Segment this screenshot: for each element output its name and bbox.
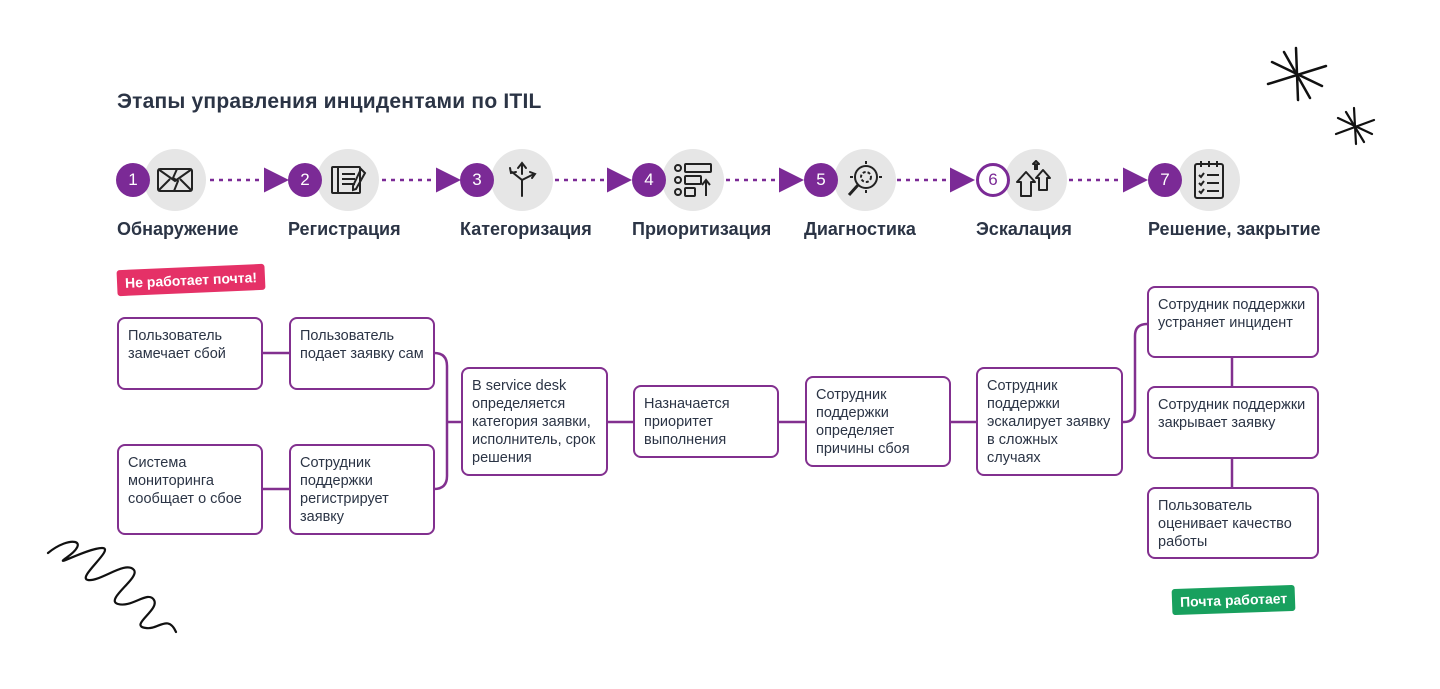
box-escalate: Сотрудник поддержки эскалирует заявку в … bbox=[976, 367, 1123, 476]
box-user-submits: Пользователь подает заявку сам bbox=[289, 317, 435, 390]
priority-list-icon bbox=[662, 149, 724, 211]
checklist-icon bbox=[1178, 149, 1240, 211]
squiggle-decoration bbox=[46, 540, 178, 634]
stage-7-number: 7 bbox=[1148, 163, 1182, 197]
stage-5-number: 5 bbox=[804, 163, 838, 197]
box-service-desk: В service desk определяется категория за… bbox=[461, 367, 608, 476]
box-fixes: Сотрудник поддержки устраняет инцидент bbox=[1147, 286, 1319, 358]
stage-4-number: 4 bbox=[632, 163, 666, 197]
stage-2-number: 2 bbox=[288, 163, 322, 197]
box-diagnose: Сотрудник поддержки определяет причины с… bbox=[805, 376, 951, 467]
up-arrows-icon bbox=[1005, 149, 1067, 211]
stage-6-number: 6 bbox=[976, 163, 1010, 197]
box-user-notices: Пользователь замечает сбой bbox=[117, 317, 263, 390]
page-title: Этапы управления инцидентами по ITIL bbox=[117, 90, 542, 113]
box-rates: Пользователь оценивает качество работы bbox=[1147, 487, 1319, 559]
stage-5-label: Диагностика bbox=[804, 219, 916, 239]
stage-1-number: 1 bbox=[116, 163, 150, 197]
stage-3-label: Категоризация bbox=[460, 219, 592, 239]
box-support-registers: Сотрудник поддержки регистрирует заявку bbox=[289, 444, 435, 535]
magnifier-gear-icon bbox=[834, 149, 896, 211]
star-decoration-small bbox=[1334, 106, 1376, 146]
box-monitoring: Система мониторинга сообщает о сбое bbox=[117, 444, 263, 535]
stage-1-label: Обнаружение bbox=[117, 219, 239, 239]
split-arrows-icon bbox=[491, 149, 553, 211]
connector-bracket-left bbox=[433, 351, 449, 491]
stage-4-label: Приоритизация bbox=[632, 219, 772, 239]
star-decoration-large bbox=[1266, 46, 1328, 102]
notebook-icon bbox=[317, 149, 379, 211]
stage-7-label: Решение, закрытие bbox=[1148, 219, 1321, 239]
envelope-icon bbox=[144, 149, 206, 211]
box-closes: Сотрудник поддержки закрывает заявку bbox=[1147, 386, 1319, 459]
box-priority: Назначается приоритет выполнения bbox=[633, 385, 779, 458]
stage-3-number: 3 bbox=[460, 163, 494, 197]
stage-6-label: Эскалация bbox=[976, 219, 1072, 239]
connector-escalate-fixes bbox=[1122, 322, 1148, 424]
stage-2-label: Регистрация bbox=[288, 219, 401, 239]
